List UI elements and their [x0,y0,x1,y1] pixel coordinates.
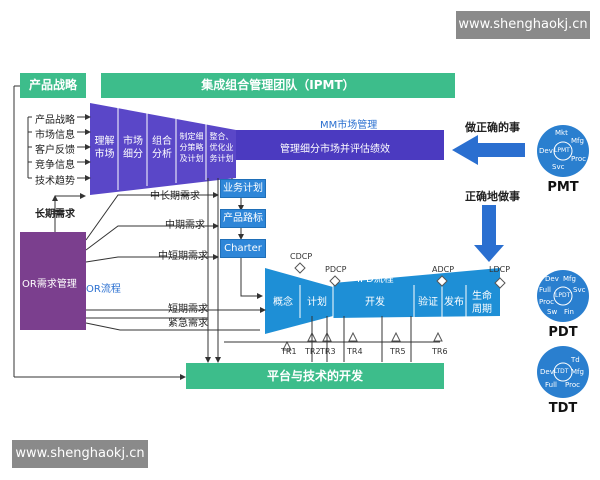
input-customer-feedback: 客户反馈 [35,145,75,156]
mm-label: MM市场管理 [320,120,378,131]
ipd-stage-lifecycle: 生命 周期 [472,291,492,315]
pmt-ring-4: Svc [552,163,565,171]
pmt-ring-3: Proc [571,155,586,163]
tdt-ring-4: Proc [565,381,580,389]
mm-stage-2: 市场 细分 [123,136,143,160]
tr6: TR6 [432,347,448,356]
ipd-stage-develop: 开发 [365,297,385,308]
pdt-ring-3: Svc [573,286,586,294]
ipd-stage-release: 发布 [444,297,464,308]
gate-cdcp: CDCP [290,252,313,261]
input-market-info: 市场信息 [35,130,75,141]
req-mid-short: 中短期需求 [158,251,208,262]
tr4: TR4 [347,347,363,356]
pdt-ring-2: Full [539,286,551,294]
tr2: TR2 [305,347,321,356]
tdt-circle: LTDT Td Dev Mfg Full Proc [537,346,589,398]
tr3: TR3 [320,347,336,356]
pdt-ring-1: Mfg [563,275,576,283]
pdt-center: LPDT [555,292,571,299]
ipd-label: IPD流程 [357,274,394,285]
gate-adcp: ADCP [432,265,455,274]
pdt-ring-6: Fin [564,308,574,316]
ipd-stage-verify: 验证 [418,297,438,308]
tr5: TR5 [390,347,406,356]
mm-stage-3: 组合 分析 [152,136,172,160]
pmt-circle: LPMT Mkt Mfg Dev Proc Svc [537,125,589,177]
or-box [20,232,86,330]
biz-plan-box: 业务计划 [220,179,266,198]
pdt-ring-4: Proc [539,298,554,306]
input-tech-trend: 技术趋势 [35,176,75,187]
req-short: 短期需求 [168,304,208,315]
product-strategy-box: 产品战略 [20,73,86,98]
mm-stage-5: 整合、 优化业 务计划 [209,132,234,163]
input-product-strategy: 产品战略 [35,115,75,126]
pdt-name: PDT [548,325,578,340]
ipmt-box: 集成组合管理团队（IPMT） [101,73,455,98]
do-right-thing: 做正确的事 [465,121,520,134]
tr1: TR1 [281,347,297,356]
roadmap-box: 产品路标 [220,209,266,228]
arrow-left [452,135,525,165]
pmt-name: PMT [547,180,579,195]
platform-box: 平台与技术的开发 [186,363,444,389]
watermark-top: www.shenghaokj.cn [456,11,590,39]
mm-stage-4: 制定细 分策略 及计划 [179,132,204,163]
input-competition: 竞争信息 [35,160,75,171]
or-flow-label: OR流程 [86,284,121,295]
long-term-label: 长期需求 [35,209,75,220]
gate-pdcp: PDCP [325,265,347,274]
tdt-ring-0: Td [571,356,580,364]
charter-box: Charter [220,239,266,258]
pdt-ring-0: Dev [545,275,559,283]
mm-funnel [90,103,236,195]
ipd-funnel [265,268,333,334]
pdt-circle: LPDT Dev Mfg Full Svc Proc Sw Fin [537,270,589,322]
pmt-ring-1: Mfg [571,137,584,145]
req-urgent: 紧急需求 [168,318,208,329]
mm-bar [236,130,444,160]
pdt-ring-5: Sw [547,308,558,316]
mm-stage-1: 理解 市场 [94,136,115,160]
ipd-stage-concept: 概念 [273,297,293,308]
pmt-ring-0: Mkt [555,129,568,137]
tdt-ring-2: Mfg [571,368,584,376]
or-box-label: OR需求管理 [22,279,77,290]
mm-bar-text: 管理细分市场并评估绩效 [280,144,390,155]
req-mid: 中期需求 [165,220,205,231]
pmt-ring-2: Dev [539,147,553,155]
tdt-name: TDT [548,401,578,416]
tdt-ring-1: Dev [540,368,554,376]
do-things-right: 正确地做事 [465,190,520,203]
pmt-center: LPMT [554,147,570,154]
gate-ldcp: LDCP [489,265,511,274]
tdt-center: LTDT [554,368,569,375]
arrow-down [474,205,504,262]
tdt-ring-3: Full [545,381,557,389]
req-mid-long: 中长期需求 [150,191,200,202]
watermark-bottom: www.shenghaokj.cn [12,440,148,468]
ipd-stage-plan: 计划 [307,297,327,308]
